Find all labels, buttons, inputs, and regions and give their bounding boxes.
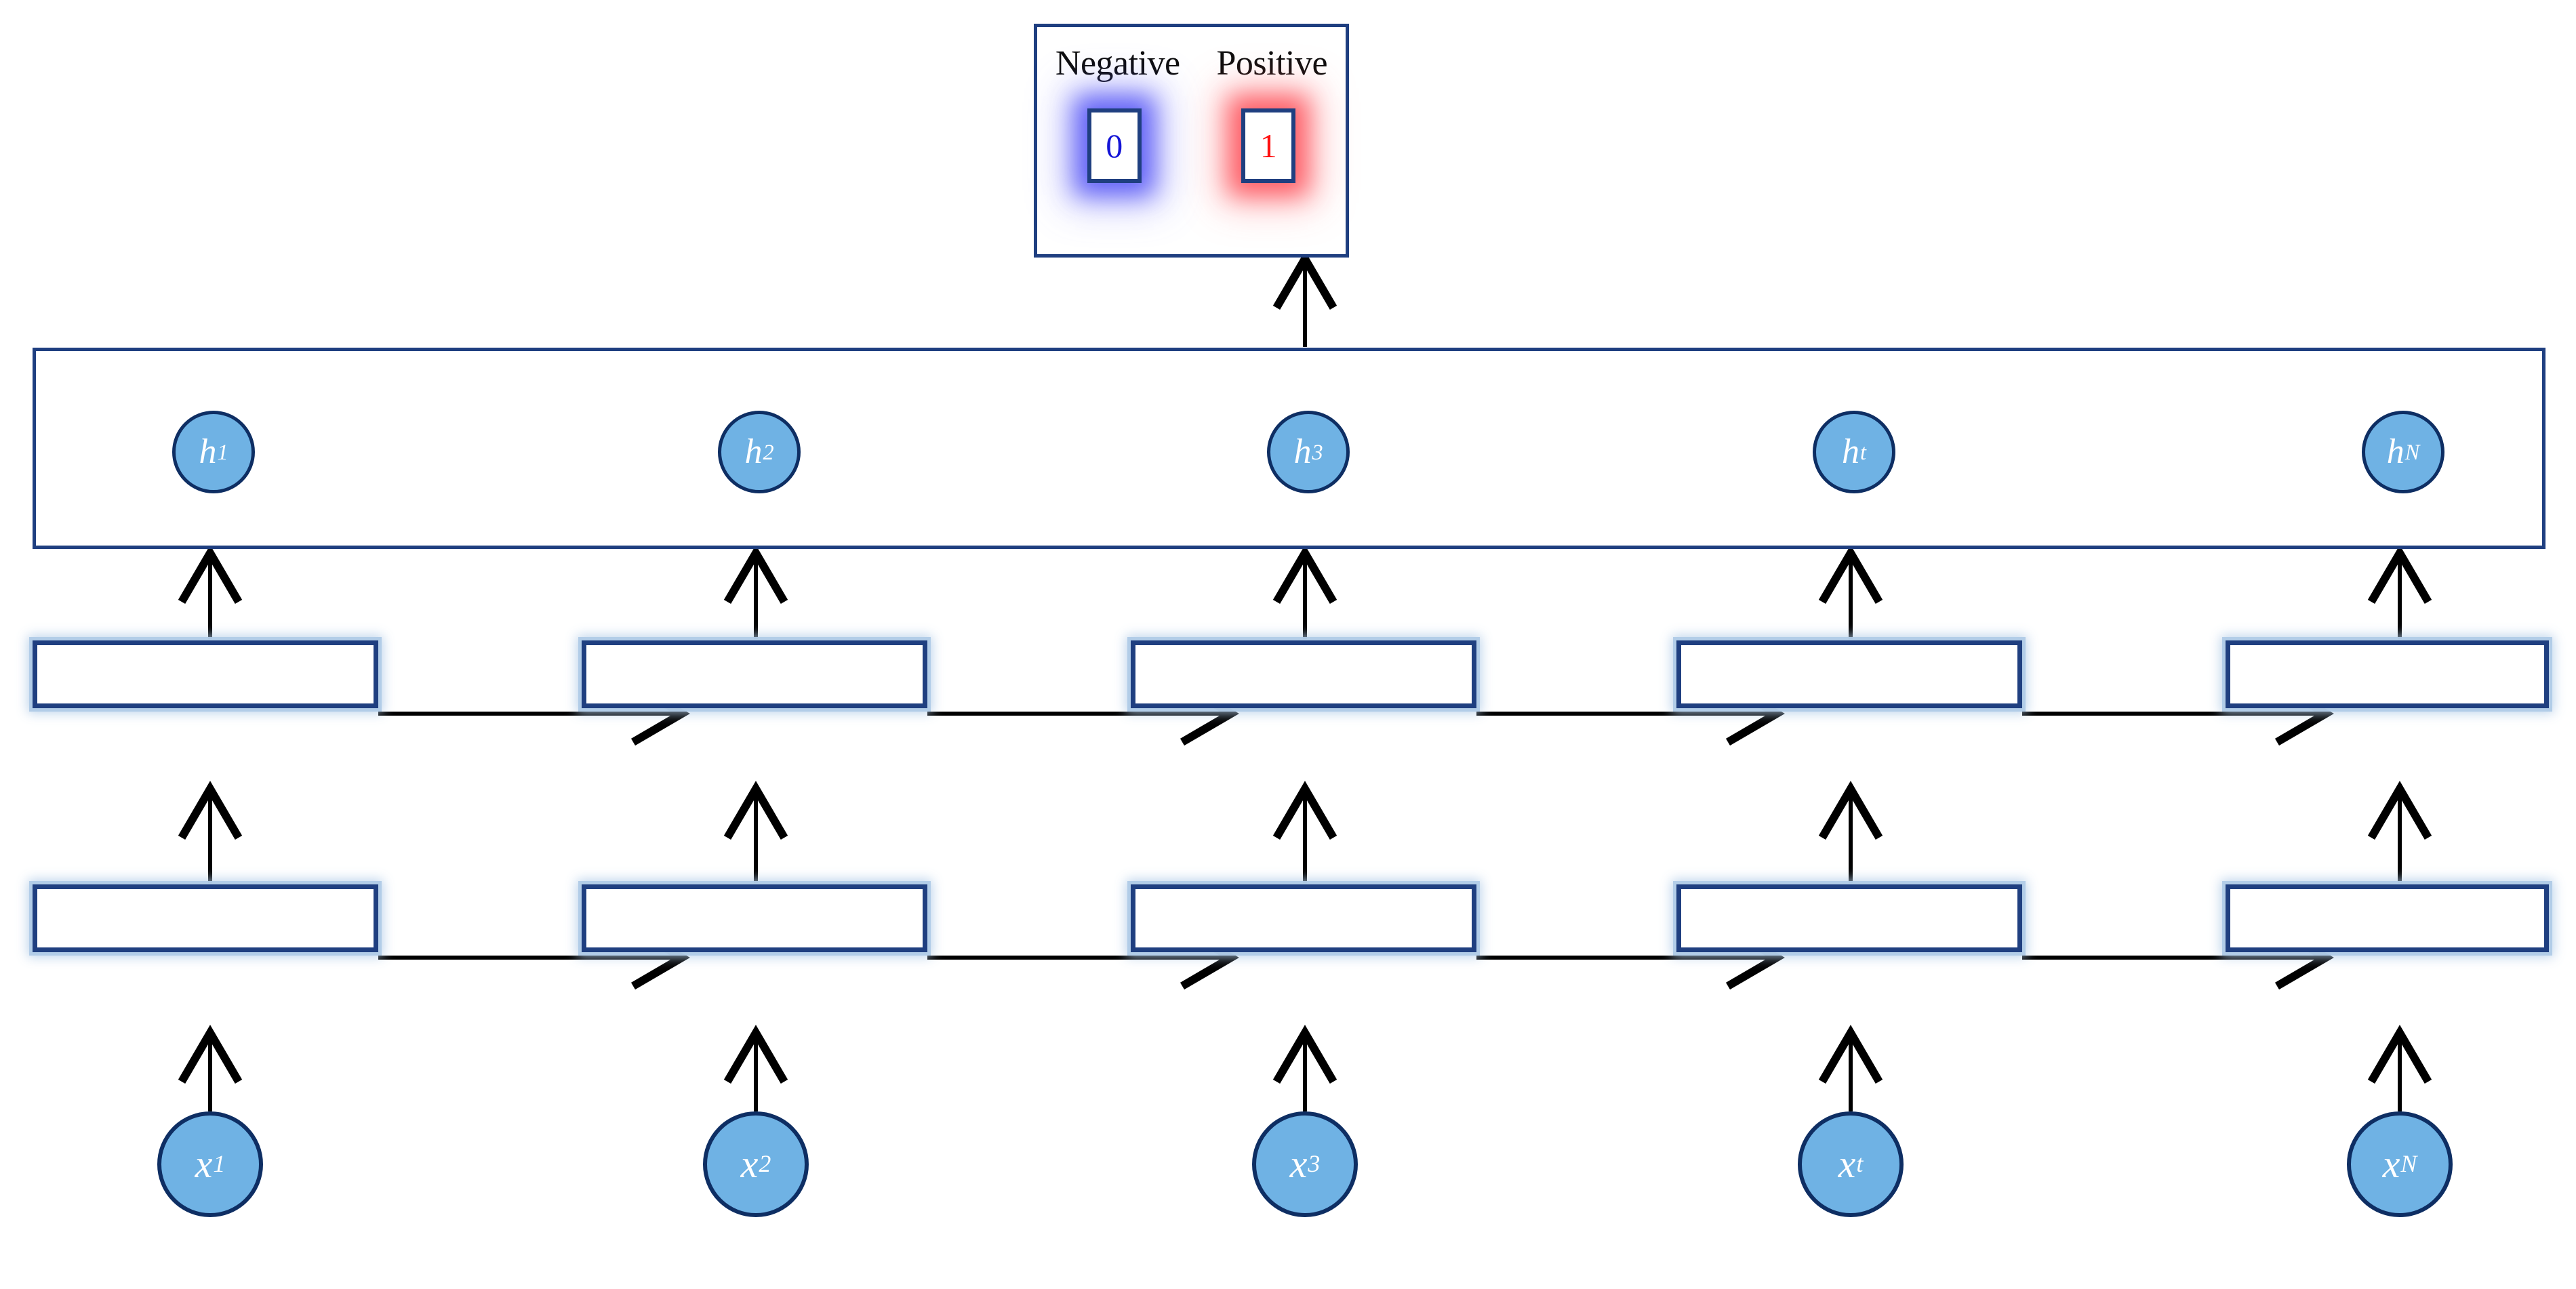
output-prediction-panel: Negative Positive 0 1 bbox=[1034, 24, 1349, 258]
hidden-node-h3-sub: 3 bbox=[1312, 439, 1323, 464]
output-label-negative: Negative bbox=[1055, 44, 1180, 83]
upper-cell-4[interactable] bbox=[1676, 640, 2022, 708]
input-node-xt-sub: t bbox=[1856, 1150, 1864, 1178]
hidden-node-hN-base: h bbox=[2386, 432, 2404, 471]
class-chip-negative[interactable]: 0 bbox=[1087, 108, 1142, 183]
upper-cell-1[interactable] bbox=[33, 640, 378, 708]
input-node-xt-base: x bbox=[1838, 1142, 1856, 1186]
input-node-x1-base: x bbox=[195, 1142, 213, 1186]
output-label-positive: Positive bbox=[1216, 44, 1328, 83]
lower-cell-3[interactable] bbox=[1131, 884, 1476, 952]
input-node-xN-sub: N bbox=[2400, 1150, 2417, 1178]
input-node-xN-base: x bbox=[2382, 1142, 2400, 1186]
hidden-node-h1-base: h bbox=[199, 432, 217, 471]
output-class-labels: Negative Positive bbox=[1037, 46, 1346, 81]
input-node-x3-sub: 3 bbox=[1308, 1150, 1321, 1178]
hidden-node-h3-base: h bbox=[1293, 432, 1312, 471]
lower-cell-4[interactable] bbox=[1676, 884, 2022, 952]
upper-cell-2[interactable] bbox=[582, 640, 927, 708]
lower-cell-1[interactable] bbox=[33, 884, 378, 952]
lower-cell-5[interactable] bbox=[2226, 884, 2549, 952]
hidden-node-ht-base: h bbox=[1842, 432, 1860, 471]
hidden-node-h2-base: h bbox=[744, 432, 763, 471]
upper-cell-3[interactable] bbox=[1131, 640, 1476, 708]
input-node-x3-base: x bbox=[1289, 1142, 1308, 1186]
input-node-x1-sub: 1 bbox=[213, 1150, 226, 1178]
class-chip-positive[interactable]: 1 bbox=[1241, 108, 1296, 183]
hidden-node-ht-sub: t bbox=[1860, 439, 1866, 464]
upper-cell-5[interactable] bbox=[2226, 640, 2549, 708]
lower-cell-2[interactable] bbox=[582, 884, 927, 952]
hidden-node-h2-sub: 2 bbox=[763, 439, 774, 464]
output-class-chips: 0 1 bbox=[1037, 108, 1346, 183]
input-node-x2-base: x bbox=[740, 1142, 759, 1186]
input-node-x2-sub: 2 bbox=[759, 1150, 771, 1178]
hidden-node-h1-sub: 1 bbox=[217, 439, 228, 464]
hidden-node-hN-sub: N bbox=[2404, 439, 2420, 464]
